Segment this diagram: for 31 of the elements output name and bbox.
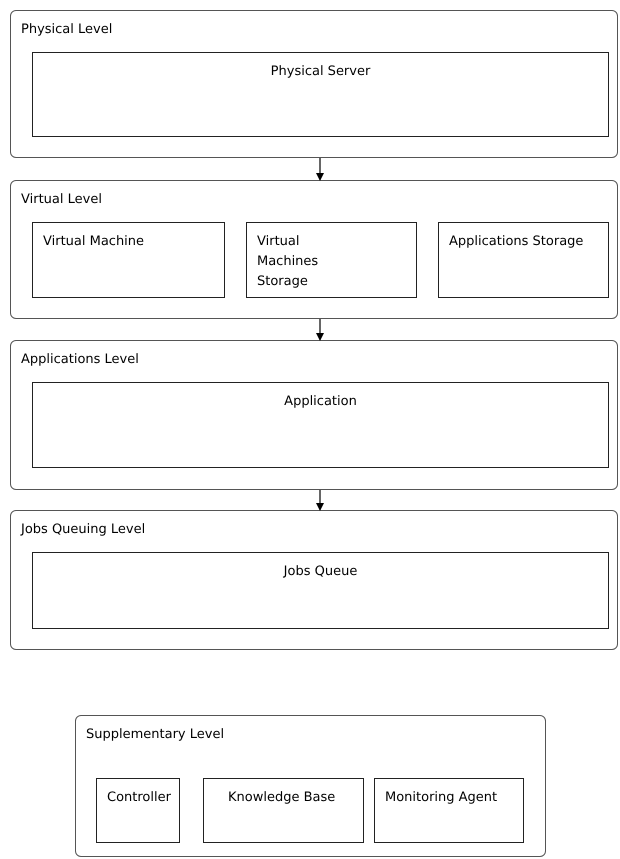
- box-label: Monitoring Agent: [385, 790, 498, 805]
- component-box: [32, 382, 609, 468]
- level-container: [10, 340, 618, 490]
- box-label: Virtual Level: [21, 192, 102, 207]
- box-label: Applications Storage: [449, 234, 584, 249]
- level-container: [75, 715, 546, 857]
- box-label: Virtual Machines Storage: [257, 234, 318, 289]
- component-box: [32, 552, 609, 629]
- box-label: Knowledge Base: [228, 790, 336, 805]
- arrow: [316, 158, 324, 181]
- component-box: [203, 778, 364, 843]
- box-label: Application: [284, 394, 357, 409]
- box-label: Virtual Machine: [43, 234, 144, 249]
- box-label: Controller: [107, 790, 171, 805]
- box-label: Applications Level: [21, 352, 139, 367]
- arrow: [316, 490, 324, 511]
- box-label: Jobs Queuing Level: [21, 522, 146, 537]
- box-label: Physical Server: [270, 64, 370, 79]
- box-label: Jobs Queue: [284, 564, 358, 579]
- box-label: Physical Level: [21, 22, 112, 37]
- box-label: Supplementary Level: [86, 727, 224, 742]
- component-box: [96, 778, 180, 843]
- level-container: [10, 510, 618, 650]
- component-box: [32, 52, 609, 137]
- level-container: [10, 180, 618, 319]
- level-container: [10, 10, 618, 158]
- component-box: [438, 222, 609, 298]
- component-box: [246, 222, 417, 298]
- component-box: [374, 778, 524, 843]
- component-box: [32, 222, 225, 298]
- arrow: [316, 319, 324, 341]
